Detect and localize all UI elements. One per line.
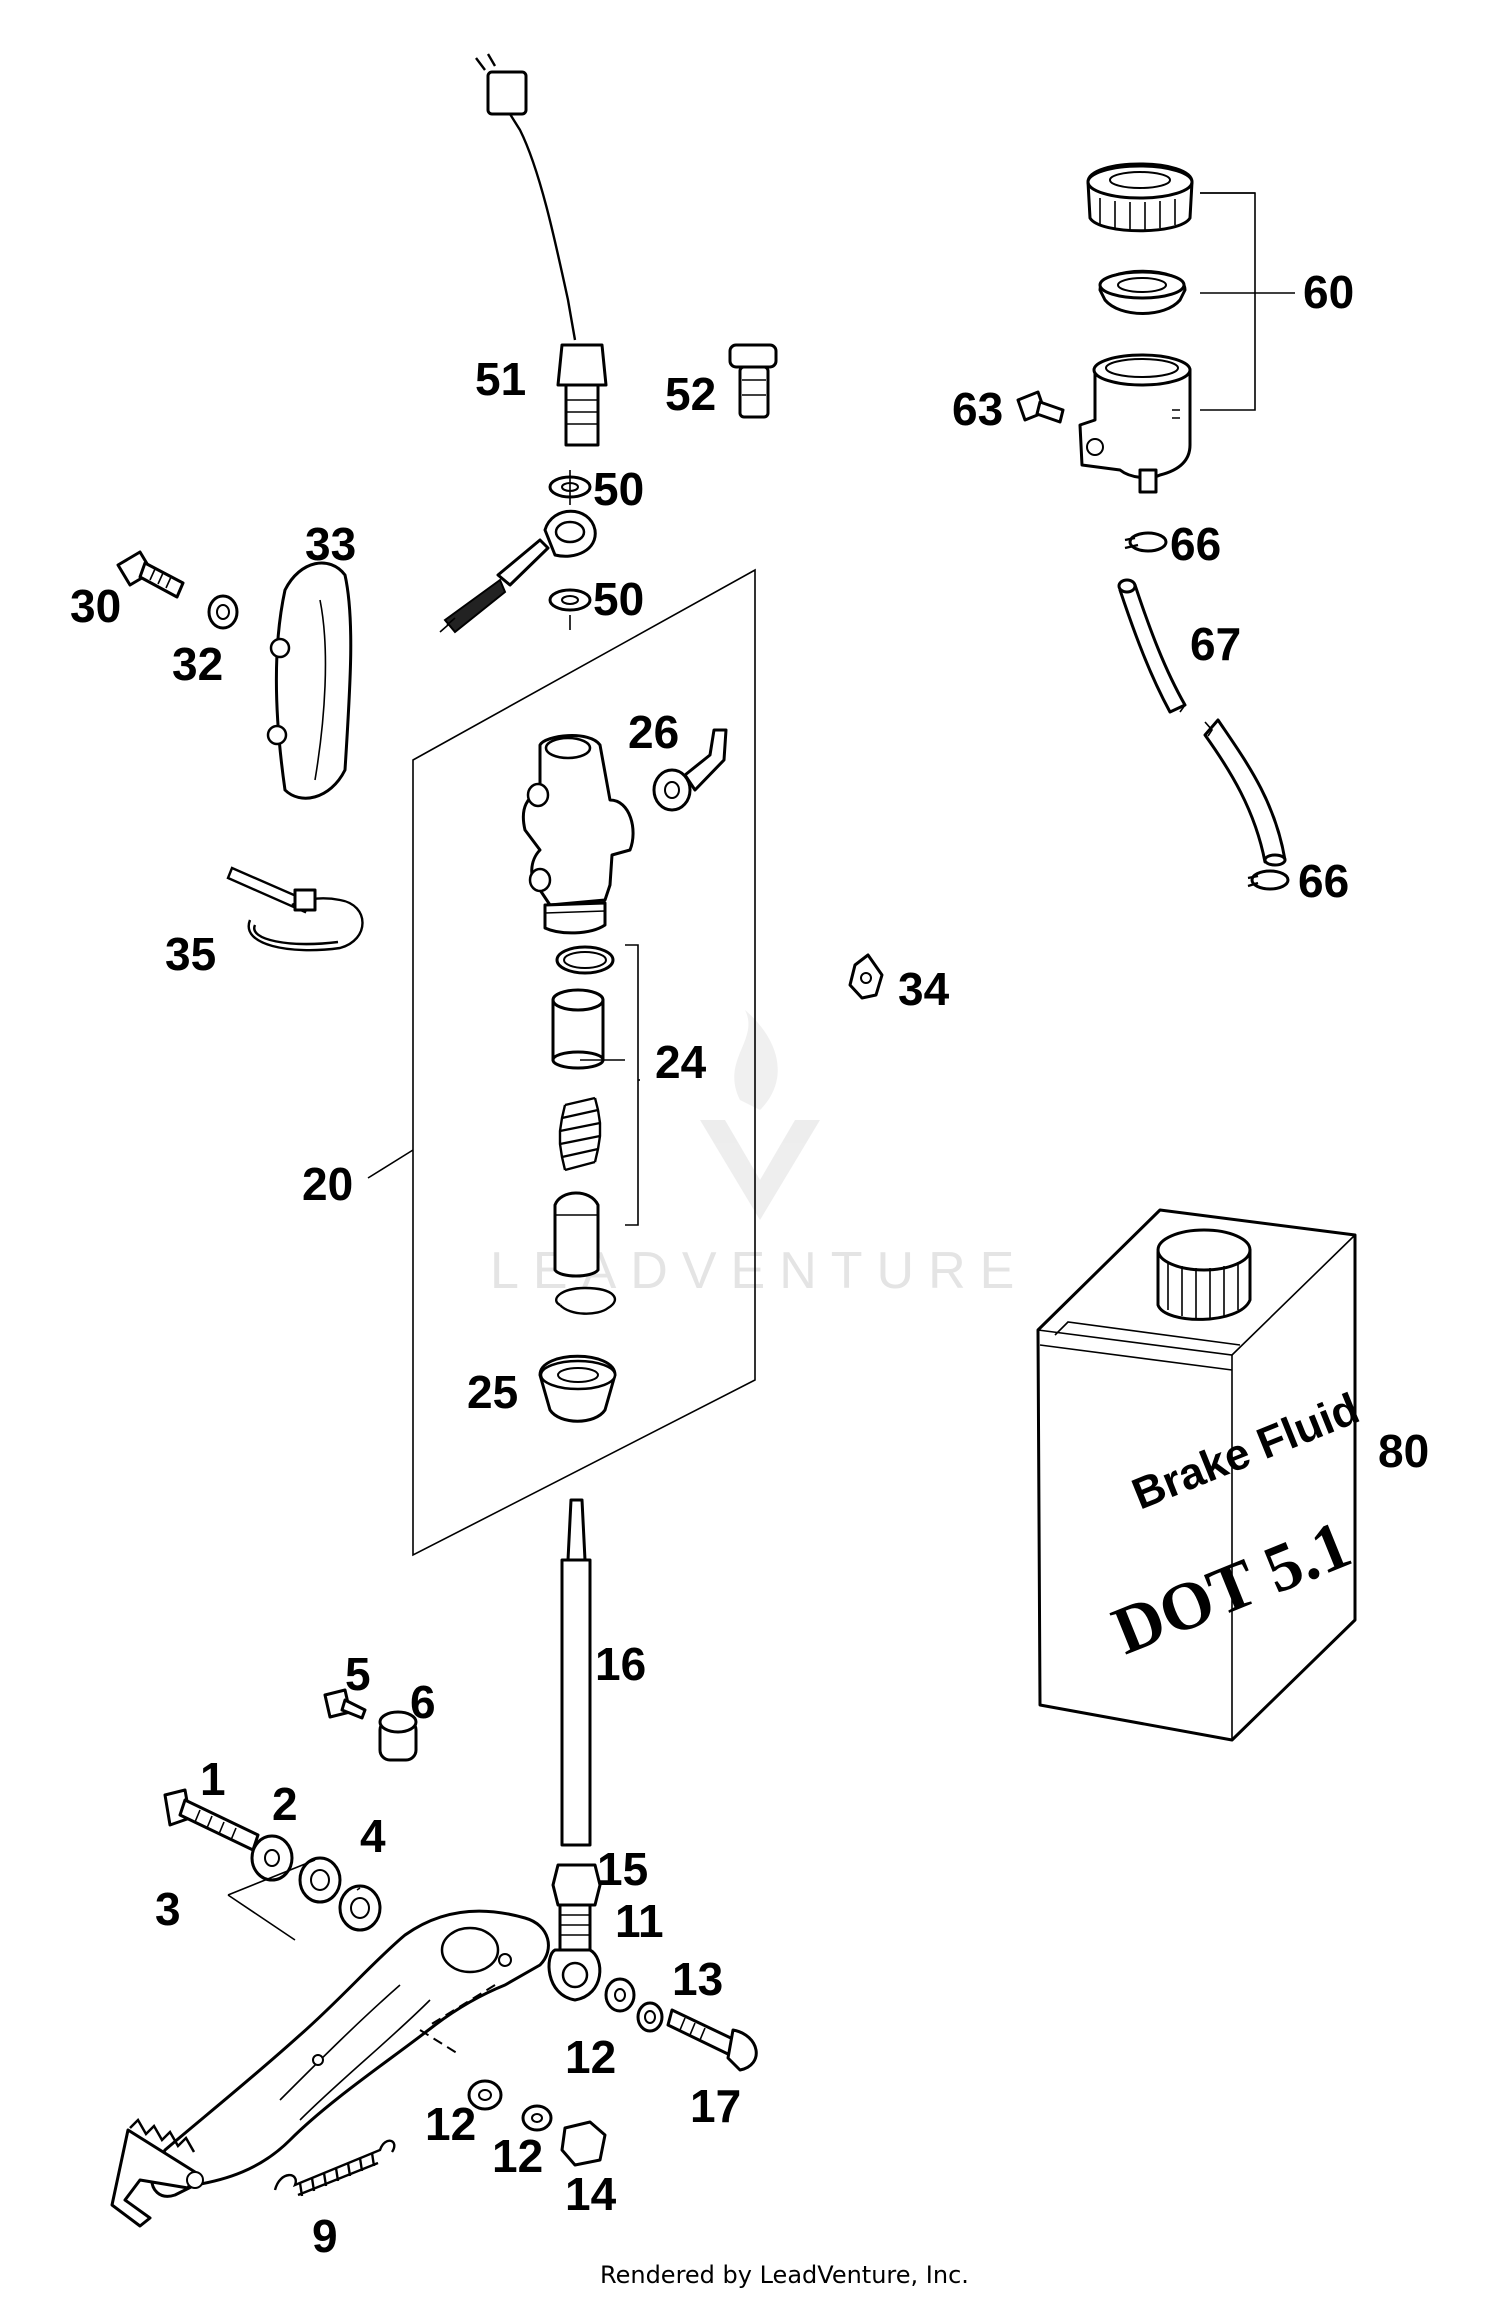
callout-63: 63 (952, 383, 1003, 435)
callout-11: 11 (615, 1895, 664, 1947)
hose-clamp-lower (1247, 869, 1290, 891)
circlip (555, 1286, 616, 1315)
callout-60: 60 (1303, 266, 1354, 318)
callout-66b: 66 (1298, 855, 1349, 907)
callout-30: 30 (70, 580, 121, 632)
reservoir-cap (1086, 162, 1194, 233)
piston (553, 1191, 600, 1278)
callout-4: 4 (360, 1810, 386, 1862)
callout-13: 13 (672, 1953, 723, 2005)
callout-5: 5 (345, 1648, 371, 1700)
bracket-24 (625, 944, 639, 1226)
master-cylinder-body (521, 734, 635, 935)
callout-labels: 1 2 3 4 5 6 9 11 12 12 12 13 14 15 16 17… (70, 266, 1429, 2262)
brake-hose-banjo-fitting (439, 509, 597, 634)
reservoir-hose (1117, 578, 1287, 867)
callout-50a: 50 (593, 463, 644, 515)
callout-6: 6 (410, 1676, 436, 1728)
brake-light-switch (475, 53, 608, 447)
callout-50b: 50 (593, 573, 644, 625)
screw-30 (116, 550, 185, 599)
clip-nut (848, 953, 884, 1000)
callout-14: 14 (565, 2168, 617, 2220)
callout-2: 2 (272, 1778, 298, 1830)
reservoir-diaphragm (1098, 269, 1187, 315)
callout-52: 52 (665, 368, 716, 420)
nut-14 (560, 2120, 607, 2167)
cable-tie (226, 866, 364, 952)
callout-67: 67 (1190, 618, 1241, 670)
assembly-20-frame (412, 568, 756, 1557)
callout-3: 3 (155, 1883, 181, 1935)
callout-12b: 12 (425, 2098, 476, 2150)
callout-1: 1 (200, 1753, 226, 1805)
bolt-17 (666, 2008, 758, 2072)
screw-63 (1016, 390, 1065, 424)
callout-20: 20 (302, 1158, 353, 1210)
callout-16: 16 (595, 1638, 646, 1690)
leadventure-watermark-logo (700, 1010, 820, 1220)
callout-26: 26 (628, 706, 679, 758)
dust-boot (538, 1354, 617, 1423)
return-spring (558, 1096, 602, 1172)
clevis (547, 1903, 602, 2002)
brake-fluid-can (1036, 1208, 1357, 1742)
footer-credit: Rendered by LeadVenture, Inc. (600, 2261, 969, 2289)
callout-32: 32 (172, 638, 223, 690)
toothed-lock-washer (636, 2001, 664, 2033)
callout-12c: 12 (492, 2130, 543, 2182)
callout-51: 51 (475, 353, 526, 405)
brake-pedal (110, 1909, 550, 2228)
callout-80: 80 (1378, 1425, 1429, 1477)
bushing-6 (378, 1710, 418, 1762)
hose-clamp-upper (1124, 531, 1168, 553)
callout-34: 34 (898, 963, 950, 1015)
callout-17: 17 (690, 2080, 741, 2132)
leader-lines (227, 192, 1255, 1941)
lock-nut (551, 1863, 602, 1907)
callout-25: 25 (467, 1366, 518, 1418)
screw-5 (323, 1688, 367, 1720)
callout-66a: 66 (1170, 518, 1221, 570)
return-spring-9 (273, 2139, 396, 2197)
callout-15: 15 (597, 1843, 648, 1895)
bracket-60 (1200, 192, 1295, 411)
piston-sleeve (551, 988, 605, 1070)
nut-32 (207, 594, 239, 630)
reservoir-body (1078, 353, 1192, 494)
callout-12a: 12 (565, 2031, 616, 2083)
callout-9: 9 (312, 2210, 338, 2262)
push-rod (560, 1498, 592, 1847)
master-cylinder-guard (266, 561, 353, 800)
callout-35: 35 (165, 928, 216, 980)
callout-24: 24 (655, 1036, 707, 1088)
callout-33: 33 (305, 518, 356, 570)
elbow-fitting (652, 728, 728, 812)
banjo-bolt (728, 343, 778, 419)
